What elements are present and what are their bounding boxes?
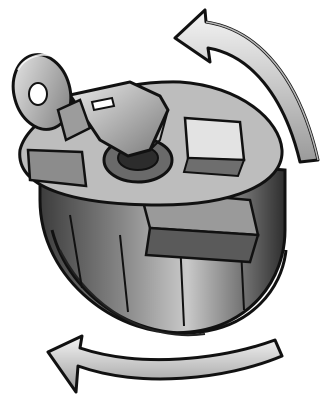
rotation-arrow-bottom-icon bbox=[48, 336, 282, 392]
